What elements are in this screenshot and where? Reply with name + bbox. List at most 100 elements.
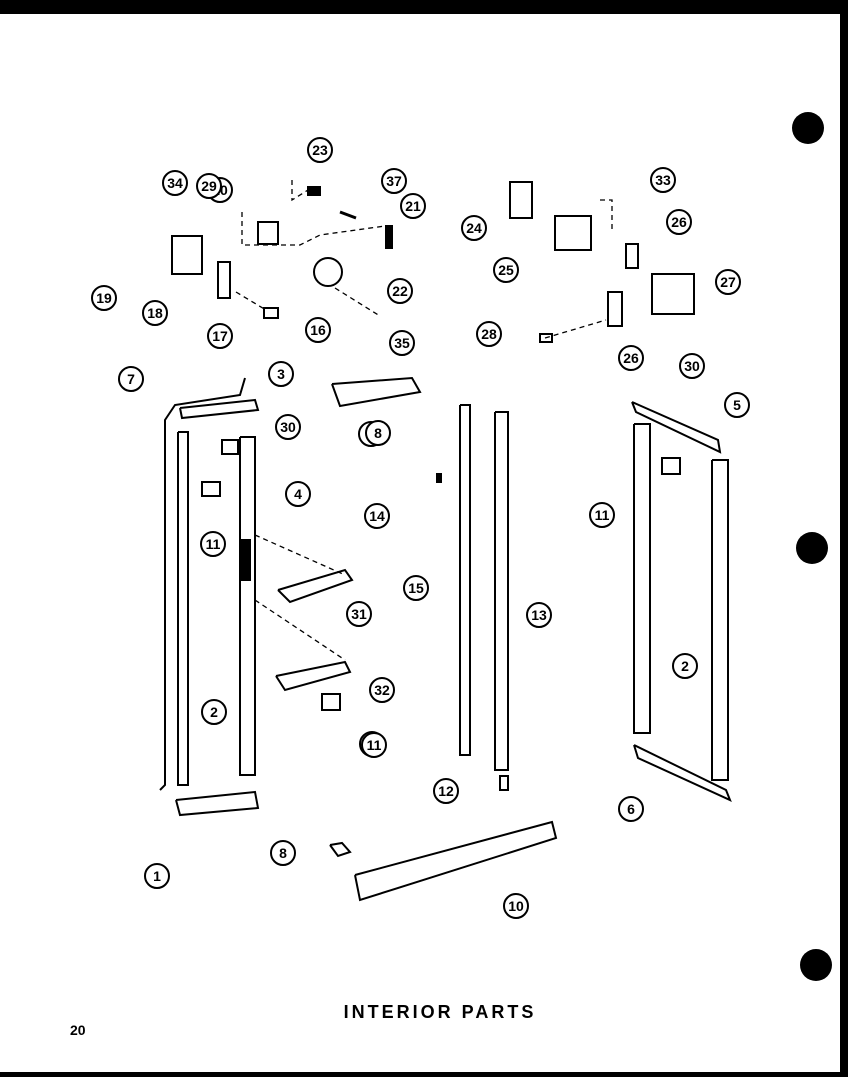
- callout-circle: [369, 677, 395, 703]
- callout-circle: [268, 361, 294, 387]
- page-number: 20: [70, 1022, 86, 1038]
- part-9-trim: [331, 376, 422, 408]
- part-7-gasket: [159, 440, 166, 791]
- wiring-dash-4: [544, 319, 607, 339]
- scan-edge-right: [840, 0, 848, 1077]
- callout-circle: [275, 414, 301, 440]
- part-37-screw: [339, 210, 357, 220]
- callout-2-3: 2: [672, 653, 698, 679]
- part-4-right-liner-strip: [239, 436, 256, 776]
- callout-4-5: 4: [285, 481, 311, 507]
- callout-circle: [526, 602, 552, 628]
- callout-circle: [162, 170, 188, 196]
- callout-number: 27: [720, 274, 736, 290]
- callout-number: 25: [498, 262, 514, 278]
- callout-number: 11: [367, 737, 382, 753]
- callout-number: 19: [96, 290, 112, 306]
- callout-6-7: 6: [618, 796, 644, 822]
- callout-circle: [493, 257, 519, 283]
- callout-circle: [666, 209, 692, 235]
- callout-number: 3: [277, 366, 285, 382]
- part-20-bracket: [257, 221, 279, 245]
- callout-circle: [200, 531, 226, 557]
- callout-number: 34: [167, 175, 183, 191]
- part-6-bottom-cap: [633, 744, 732, 802]
- callout-number: 16: [310, 322, 326, 338]
- callout-circle: [207, 323, 233, 349]
- callout-number: 15: [408, 580, 424, 596]
- callout-number: 11: [206, 536, 221, 552]
- callout-circle: [201, 699, 227, 725]
- callout-13-18: 13: [526, 602, 552, 628]
- callout-number: 13: [531, 607, 547, 623]
- callout-number: 24: [466, 220, 482, 236]
- part-27-control-box: [651, 273, 695, 315]
- callout-number: 32: [374, 682, 390, 698]
- callout-circle: [433, 778, 459, 804]
- callout-35-42: 35: [389, 330, 415, 356]
- callout-number: 14: [369, 508, 385, 524]
- callout-number: 11: [595, 507, 610, 523]
- part-14-screw: [436, 473, 442, 483]
- part-16-connector: [263, 307, 279, 319]
- callout-number: 6: [627, 801, 635, 817]
- part-5-top-cap: [631, 401, 722, 454]
- binder-hole-3: [800, 949, 832, 981]
- callout-circle: [307, 137, 333, 163]
- callout-17-22: 17: [207, 323, 233, 349]
- part-29-connector: [539, 333, 553, 343]
- part-13-mullion-strip: [494, 411, 509, 771]
- callout-26-32: 26: [618, 345, 644, 371]
- callout-circle: [400, 193, 426, 219]
- callout-circle: [715, 269, 741, 295]
- callout-circle: [679, 353, 705, 379]
- part-8-clip: [329, 841, 352, 858]
- callout-1-1: 1: [144, 863, 170, 889]
- callout-number: 10: [508, 898, 524, 914]
- callout-11-15: 11: [589, 502, 615, 528]
- part-2-right-liner-a: [633, 423, 651, 734]
- callout-5-6: 5: [724, 392, 750, 418]
- callout-3-4: 3: [268, 361, 294, 387]
- callout-circle: [364, 503, 390, 529]
- callout-22-27: 22: [387, 278, 413, 304]
- callout-circle: [503, 893, 529, 919]
- scan-edge-top: [0, 0, 848, 14]
- callout-10-12: 10: [503, 893, 529, 919]
- callout-number: 4: [294, 486, 302, 502]
- callout-circle: [305, 317, 331, 343]
- callout-14-19: 14: [364, 503, 390, 529]
- callout-number: 7: [127, 371, 135, 387]
- part-15-mullion-strip: [459, 404, 471, 756]
- part-12-fastener: [499, 775, 509, 791]
- callout-circle: [346, 601, 372, 627]
- diagram-title: INTERIOR PARTS: [343, 1002, 537, 1022]
- callout-circle: [724, 392, 750, 418]
- callout-number: 5: [733, 397, 741, 413]
- callout-30-37: 30: [679, 353, 705, 379]
- wiring-dash-3: [600, 199, 613, 230]
- callout-11-16: 11: [361, 732, 387, 758]
- callout-circle: [650, 167, 676, 193]
- callout-circle: [144, 863, 170, 889]
- part-3-top-cap: [179, 398, 260, 420]
- callout-23-28: 23: [307, 137, 333, 163]
- part-10-grille: [354, 820, 558, 902]
- part-11-bracket: [201, 481, 221, 497]
- callout-circle: [196, 173, 222, 199]
- callout-32-39: 32: [369, 677, 395, 703]
- leader-31: [254, 534, 346, 576]
- callout-18-23: 18: [142, 300, 168, 326]
- callout-7-9: 7: [118, 366, 144, 392]
- callout-21-26: 21: [400, 193, 426, 219]
- callout-number: 26: [671, 214, 687, 230]
- part-32-shelf: [275, 660, 352, 692]
- callout-8-10: 8: [270, 840, 296, 866]
- callout-number: 2: [681, 658, 689, 674]
- callout-8-11: 8: [365, 420, 391, 446]
- wiring-dash-6: [334, 287, 381, 317]
- callout-circle: [361, 732, 387, 758]
- callout-number: 29: [201, 178, 217, 194]
- part-18-control-box: [171, 235, 203, 275]
